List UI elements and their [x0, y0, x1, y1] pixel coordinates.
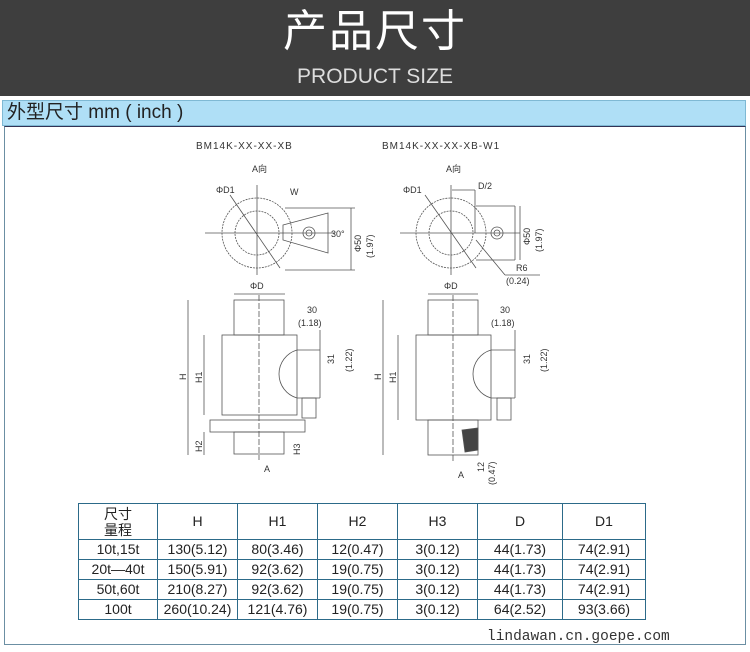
header-cell: H3	[397, 503, 478, 540]
value-cell: 3(0.12)	[397, 539, 478, 560]
dim30-inch-label: (1.18)	[298, 318, 322, 328]
value-cell: 210(8.27)	[157, 579, 238, 600]
watermark: lindawan.cn.goepe.com	[487, 629, 670, 645]
left-model-label: BM14K-XX-XX-XB	[196, 141, 293, 152]
dim30-label: 30	[307, 305, 317, 315]
value-cell: 64(2.52)	[477, 599, 563, 620]
value-cell: 93(3.66)	[562, 599, 646, 620]
phi-d1-label: ΦD1	[216, 185, 235, 195]
r6-inch-label: (0.24)	[506, 276, 530, 286]
value-cell: 74(2.91)	[562, 539, 646, 560]
value-cell: 44(1.73)	[477, 539, 563, 560]
value-cell: 12(0.47)	[317, 539, 398, 560]
value-cell: 3(0.12)	[397, 579, 478, 600]
corner-top: 尺寸	[104, 505, 132, 522]
right-top-view: A向 ΦD1 D/2 Φ50 (1.97) R6 (0.24)	[400, 163, 544, 286]
phi50-inch-label: (1.97)	[365, 234, 375, 258]
h2-label: H2	[194, 440, 204, 452]
value-cell: 121(4.76)	[237, 599, 318, 620]
h1-label: H1	[388, 371, 398, 383]
value-cell: 74(2.91)	[562, 559, 646, 580]
page-subtitle: PRODUCT SIZE	[297, 65, 453, 88]
phi50-label: Φ50	[522, 228, 532, 245]
value-cell: 19(0.75)	[317, 599, 398, 620]
header-cell: D1	[562, 503, 646, 540]
value-cell: 130(5.12)	[157, 539, 238, 560]
corner-bottom: 量程	[104, 521, 132, 538]
a-label: A	[458, 470, 464, 480]
value-cell: 3(0.12)	[397, 599, 478, 620]
direction-label: A向	[446, 163, 461, 174]
right-model-label: BM14K-XX-XX-XB-W1	[382, 141, 500, 152]
corner-cell: 尺寸量程	[78, 503, 158, 540]
dim31-label: 31	[326, 354, 336, 364]
value-cell: 19(0.75)	[317, 579, 398, 600]
page-title: 产品尺寸	[283, 6, 467, 57]
range-cell: 10t,15t	[78, 539, 158, 560]
phi50-inch-label: (1.97)	[534, 228, 544, 252]
left-top-view: A向 ΦD1 W 30° Φ50 (1.97)	[205, 163, 375, 275]
value-cell: 92(3.62)	[237, 559, 318, 580]
value-cell: 260(10.24)	[157, 599, 238, 620]
phi-d-label: ΦD	[250, 281, 264, 291]
header-cell: D	[477, 503, 563, 540]
range-cell: 20t—40t	[78, 559, 158, 580]
value-cell: 80(3.46)	[237, 539, 318, 560]
angle-label: 30°	[331, 229, 345, 239]
h-label: H	[178, 374, 188, 381]
value-cell: 44(1.73)	[477, 579, 563, 600]
phi-d-label: ΦD	[444, 281, 458, 291]
phi-d1-label: ΦD1	[403, 185, 422, 195]
dim12-label: 12	[476, 462, 486, 472]
header-banner: 产品尺寸 PRODUCT SIZE	[0, 0, 750, 96]
range-cell: 50t,60t	[78, 579, 158, 600]
value-cell: 3(0.12)	[397, 559, 478, 580]
value-cell: 150(5.91)	[157, 559, 238, 580]
header-cell: H2	[317, 503, 398, 540]
value-cell: 92(3.62)	[237, 579, 318, 600]
dim31-inch-label: (1.22)	[539, 348, 549, 372]
d-half-label: D/2	[478, 181, 492, 191]
h1-label: H1	[194, 371, 204, 383]
w-label: W	[290, 187, 299, 197]
h-label: H	[373, 374, 383, 381]
h3-label: H3	[292, 443, 302, 455]
range-cell: 100t	[78, 599, 158, 620]
left-side-view: ΦD H H1 H2 H3 30 (1.18) 31 (1.22) A	[178, 281, 354, 474]
value-cell: 19(0.75)	[317, 559, 398, 580]
r6-label: R6	[516, 263, 528, 273]
value-cell: 74(2.91)	[562, 579, 646, 600]
a-label: A	[264, 464, 270, 474]
section-label: 外型尺寸 mm ( inch )	[2, 100, 746, 126]
dim30-inch-label: (1.18)	[491, 318, 515, 328]
header-cell: H	[157, 503, 238, 540]
dim31-label: 31	[522, 354, 532, 364]
phi50-label: Φ50	[353, 235, 363, 252]
dim31-inch-label: (1.22)	[344, 348, 354, 372]
direction-label: A向	[252, 163, 267, 174]
table-header-row: 尺寸量程 H H1 H2 H3 D D1	[78, 503, 646, 540]
drawing-frame	[4, 126, 746, 645]
dim12-inch-label: (0.47)	[487, 461, 497, 485]
header-cell: H1	[237, 503, 318, 540]
value-cell: 44(1.73)	[477, 559, 563, 580]
right-side-view: ΦD H H1 30 (1.18) 31 (1.22) 12 (0.47) A	[373, 281, 549, 485]
dim30-label: 30	[500, 305, 510, 315]
